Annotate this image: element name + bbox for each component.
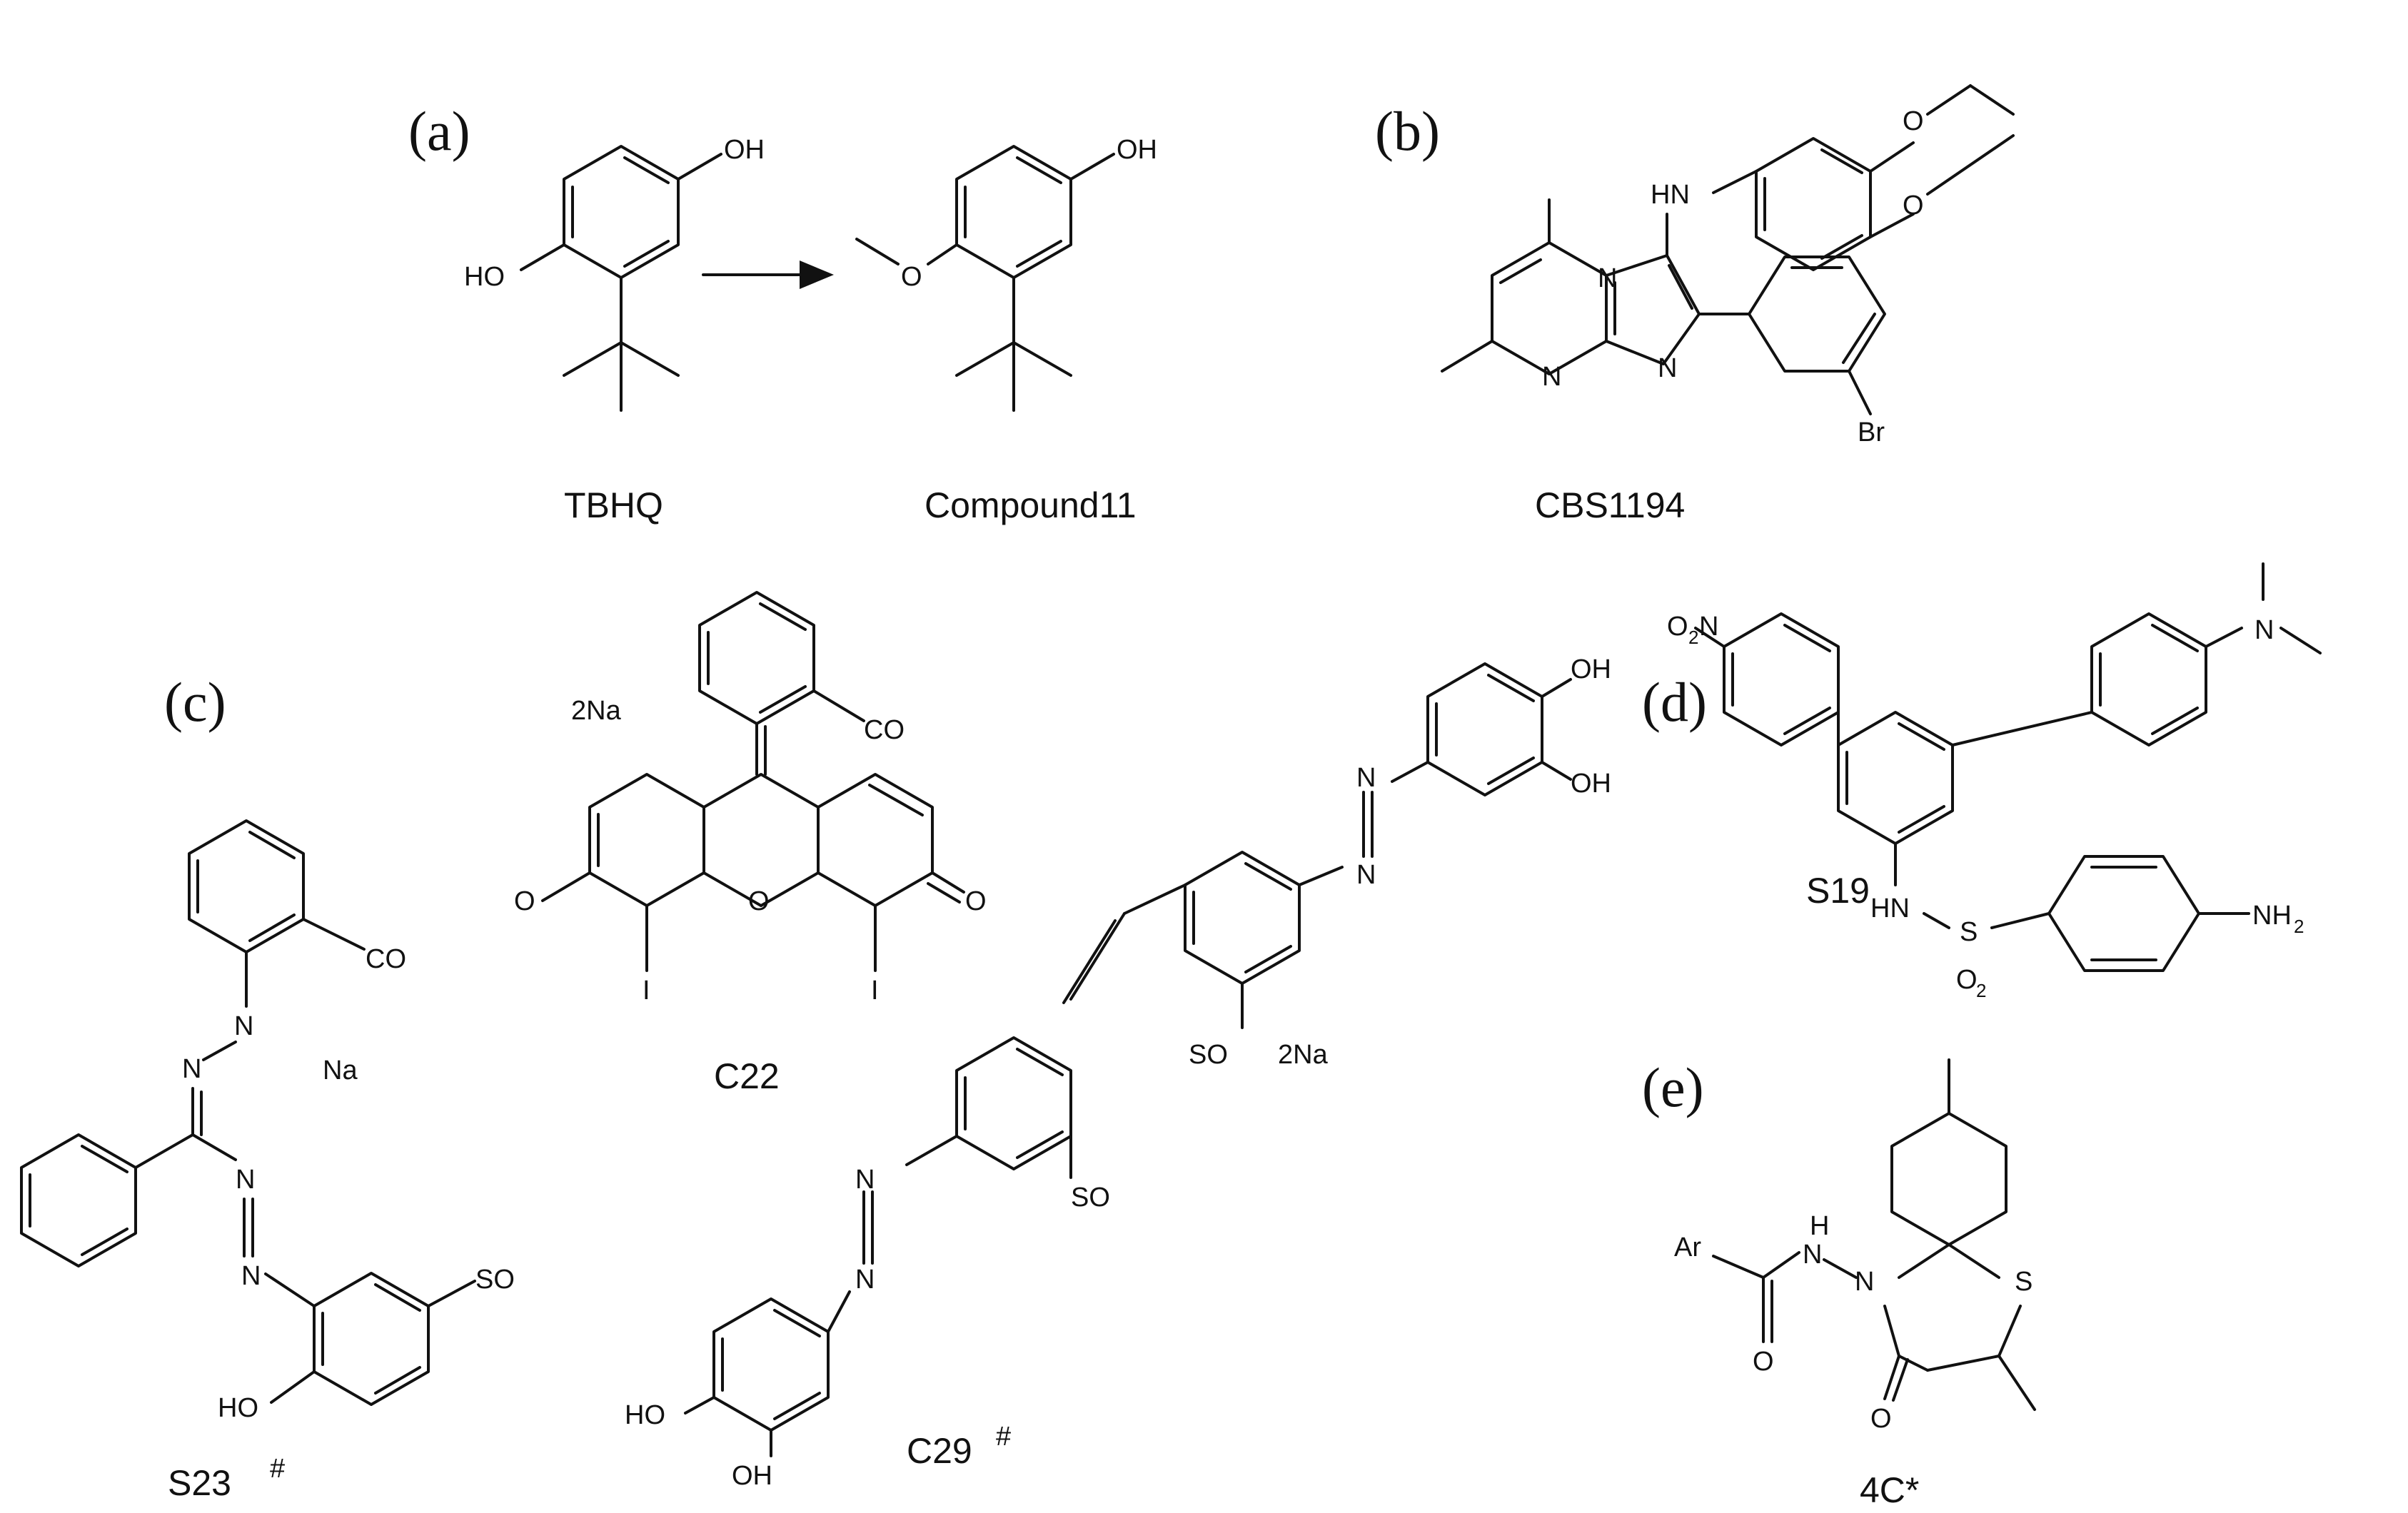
c29-structure [684, 662, 1572, 1457]
s19-structure [1694, 562, 2322, 972]
tbhq-ho: HO [464, 262, 505, 292]
s23-na: Na [323, 1056, 358, 1086]
s23-n4: N [241, 1261, 261, 1291]
s23-co2: CO [366, 944, 406, 974]
c22-two-na: 2Na [571, 696, 622, 726]
c29-two-na: 2Na [1278, 1040, 1329, 1070]
c29-oh2: OH [1571, 769, 1611, 799]
s19-o2n-sub: 2 [1688, 627, 1698, 648]
c22-keto-o: O [965, 886, 987, 916]
c4-o2: O [1870, 1404, 1892, 1434]
s23-so3: SO [475, 1265, 515, 1295]
s19-o2-o: O [1956, 965, 1978, 995]
s23-n3: N [236, 1165, 255, 1195]
s23-structure: CO N N N N SO HO [20, 819, 515, 1423]
c4-caption: 4C* [1860, 1470, 1919, 1510]
c29-mark: # [996, 1422, 1011, 1452]
tbhq-oh: OH [724, 135, 765, 165]
c29-so3-upper: SO [1189, 1040, 1228, 1070]
s23-n1: N [234, 1011, 253, 1041]
c29-so3-lower: SO [1071, 1183, 1110, 1213]
tbhq-structure: OH HO [464, 135, 765, 412]
s19-o2-sub: 2 [1976, 980, 1986, 1001]
c29-n4: N [855, 1265, 875, 1295]
s23-caption: S23 [168, 1463, 231, 1503]
c29-oh3: OH [732, 1461, 772, 1491]
c4-s: S [2015, 1267, 2032, 1297]
c4-n2: N [1855, 1267, 1874, 1297]
s19-nh2-sub: 2 [2294, 916, 2304, 937]
compound11-o: O [901, 262, 922, 292]
cbs1194-n1: N [1542, 362, 1561, 392]
panel-label-a: (a) [408, 100, 470, 162]
cbs1194-hn: HN [1651, 180, 1690, 210]
cbs1194-caption: CBS1194 [1535, 485, 1685, 525]
cbs1194-n3: N [1658, 353, 1677, 383]
c29-n2: N [1356, 860, 1376, 890]
c22-structure [541, 591, 965, 972]
c29-n1: N [1356, 763, 1376, 793]
cbs1194-o2: O [1903, 191, 1924, 221]
panel-label-d: (d) [1642, 671, 1707, 733]
c4-structure [1712, 1058, 2036, 1411]
compound11-oh: OH [1117, 135, 1157, 165]
c22-co2: CO [864, 715, 905, 745]
compound11-structure: OH O [855, 135, 1157, 412]
panel-label-c: (c) [164, 671, 226, 733]
s19-nme2-n: N [2255, 615, 2274, 645]
c22-oxide-o: O [514, 886, 535, 916]
c4-n1: N [1803, 1240, 1822, 1270]
c29-ho: HO [625, 1400, 665, 1430]
s23-ho: HO [218, 1393, 258, 1423]
c29-caption: C29 [907, 1431, 972, 1471]
s23-n2: N [182, 1054, 201, 1084]
c22-ring-o: O [748, 886, 770, 916]
cbs1194-structure: HN O O Br [1441, 84, 2015, 447]
s19-nh2: NH [2252, 901, 2292, 931]
s19-o2n-o: O [1667, 612, 1688, 642]
tbhq-caption: TBHQ [564, 485, 663, 525]
panel-label-b: (b) [1375, 100, 1440, 162]
c22-i1: I [643, 976, 650, 1006]
s19-s: S [1960, 917, 1978, 947]
cbs1194-br: Br [1858, 418, 1885, 447]
cbs1194-n2: N [1598, 263, 1617, 293]
c29-oh1: OH [1571, 654, 1611, 684]
s19-caption: S19 [1806, 871, 1870, 911]
c4-o1: O [1753, 1347, 1774, 1377]
s23-mark: # [270, 1454, 285, 1484]
s19-hn: HN [1870, 894, 1910, 924]
c22-caption: C22 [714, 1056, 780, 1096]
compound11-caption: Compound11 [925, 485, 1137, 525]
cbs1194-o1: O [1903, 106, 1924, 136]
c4-h: H [1810, 1211, 1829, 1241]
c29-n3: N [855, 1165, 875, 1195]
c4-ar: Ar [1674, 1233, 1701, 1262]
c22-i2: I [871, 976, 879, 1006]
panel-label-e: (e) [1642, 1056, 1704, 1118]
s19-o2n-n: N [1699, 612, 1718, 642]
